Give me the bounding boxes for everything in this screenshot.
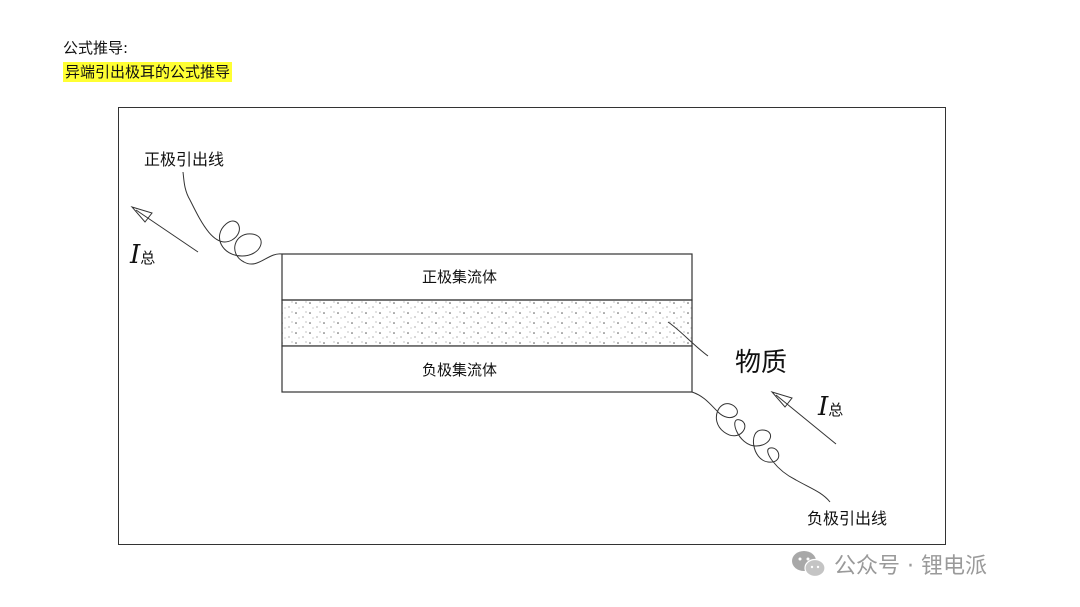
negative-collector-label: 负极集流体 (422, 361, 498, 379)
current-arrow-negative-shaft (775, 394, 837, 445)
current-symbol: I (130, 240, 141, 270)
wechat-icon (792, 551, 826, 578)
current-symbol: I (818, 392, 829, 422)
material-pointer-line (667, 321, 709, 357)
current-arrow-positive-head (130, 206, 153, 223)
material-label: 物质 (735, 348, 788, 378)
watermark: 公众号 · 锂电派 (790, 548, 987, 580)
current-arrow-positive-shaft (135, 209, 199, 253)
positive-collector-label: 正极集流体 (422, 268, 498, 286)
negative-lead-wire (691, 391, 831, 503)
current-subscript: 总 (828, 401, 844, 419)
diagram-frame (118, 107, 946, 545)
negative-collector-layer (281, 345, 693, 393)
current-label-positive: I总 (130, 240, 155, 270)
current-arrow-negative-head (770, 391, 793, 408)
current-subscript: 总 (140, 249, 156, 267)
positive-lead-wire (182, 171, 283, 265)
watermark-text: 公众号 · 锂电派 (834, 554, 987, 579)
page-heading: 公式推导: (63, 39, 129, 57)
highlighted-subheading: 异端引出极耳的公式推导 (63, 62, 233, 82)
active-material-layer (281, 299, 693, 347)
negative-lead-label: 负极引出线 (807, 509, 888, 528)
current-label-negative: I总 (818, 392, 843, 422)
positive-collector-layer (281, 253, 693, 301)
positive-lead-label: 正极引出线 (144, 150, 225, 169)
